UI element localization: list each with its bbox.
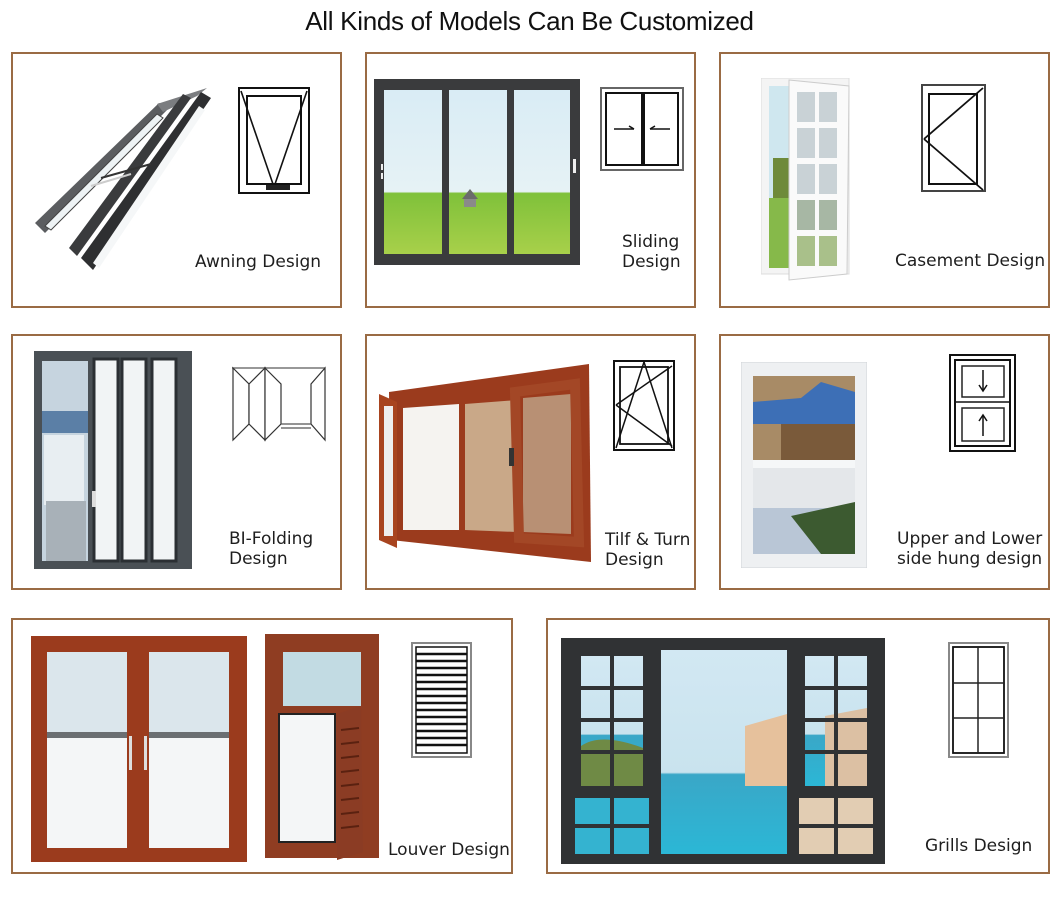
bifolding-door-diagram-icon: [231, 366, 327, 442]
louver-diagram-icon: [411, 642, 473, 758]
tilt-turn-window-photo: [375, 362, 599, 562]
card-louver: Louver Design: [11, 618, 513, 874]
card-label: Sliding Design: [622, 232, 681, 272]
card-label: Casement Design: [895, 251, 1046, 271]
card-grills: Grills Design: [546, 618, 1050, 874]
card-tilt-turn: Tilf & Turn Design: [365, 334, 696, 590]
awning-window-photo: [31, 78, 211, 278]
page-title: All Kinds of Models Can Be Customized: [305, 6, 754, 36]
card-casement: Casement Design: [719, 52, 1050, 308]
card-bifolding: BI-Folding Design: [11, 334, 342, 590]
hung-window-diagram-icon: [949, 354, 1017, 454]
card-awning: Awning Design: [11, 52, 342, 308]
sliding-window-diagram-icon: [600, 87, 684, 171]
card-sliding: Sliding Design: [365, 52, 696, 308]
casement-door-photo: [761, 78, 853, 282]
louver-window-photo: [265, 634, 379, 860]
card-label: Upper and Lower side hung design: [897, 529, 1043, 569]
grills-window-diagram-icon: [948, 642, 1010, 758]
card-label: Awning Design: [195, 252, 322, 272]
hung-window-photo: [741, 362, 867, 568]
card-label: Grills Design: [925, 836, 1033, 856]
grills-window-photo: [561, 636, 885, 866]
card-upper-lower: Upper and Lower side hung design: [719, 334, 1050, 590]
card-label: BI-Folding Design: [229, 529, 314, 569]
bifolding-door-photo: [34, 351, 192, 569]
awning-window-diagram-icon: [238, 87, 310, 195]
louver-doors-photo: [31, 636, 247, 864]
card-label: Louver Design: [388, 840, 510, 860]
sliding-door-photo: [374, 79, 580, 265]
card-label: Tilf & Turn Design: [605, 530, 691, 570]
casement-window-diagram-icon: [921, 84, 987, 194]
tilt-turn-window-diagram-icon: [613, 360, 675, 452]
